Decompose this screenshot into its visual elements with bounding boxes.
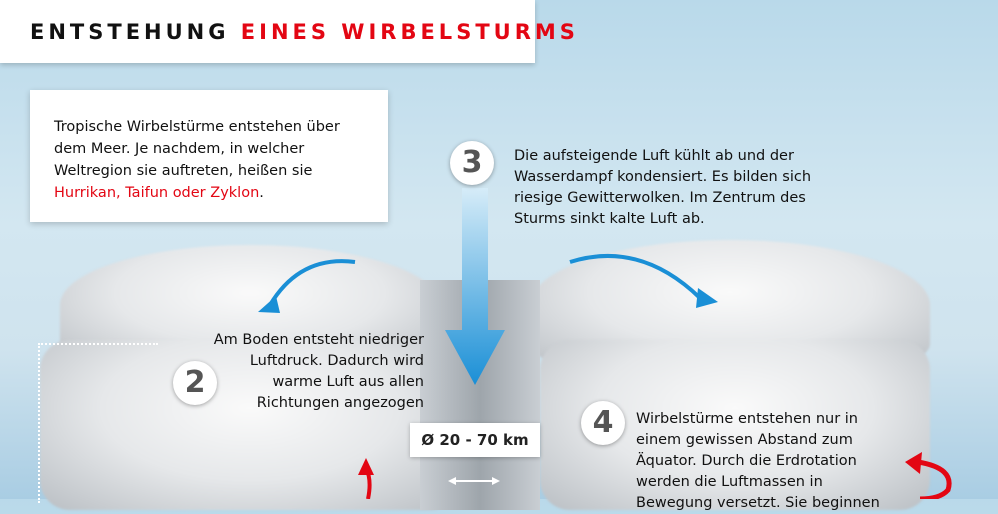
step-2-text: Am Boden entsteht niedriger Luftdruck. D… (213, 332, 424, 411)
downdraft-arrow (445, 188, 505, 385)
step-2-badge: 2 (173, 361, 217, 405)
intro-highlight: Hurrikan, Taifun oder Zyklon (54, 185, 260, 201)
intro-text: Tropische Wirbelstürme entstehen über de… (54, 119, 340, 179)
title-part-black: ENTSTEHUNG (30, 20, 230, 44)
outflow-arrow-right (569, 254, 702, 300)
eye-diameter-label: Ø 20 - 70 km (410, 423, 540, 457)
step-3-text: Die aufsteigende Luft kühlt ab und der W… (514, 148, 812, 227)
intro-end: . (259, 185, 264, 201)
rotation-arrow-red (917, 459, 952, 499)
step-4-badge: 4 (581, 401, 625, 445)
step-4-text: Wirbelstürme entstehen nur in einem gewi… (636, 411, 880, 511)
intro-box: Tropische Wirbelstürme entstehen über de… (30, 90, 388, 222)
title-part-red: EINES WIRBELSTURMS (240, 20, 579, 44)
step-3-badge: 3 (450, 141, 494, 185)
height-guide-line (38, 343, 158, 503)
title-box: ENTSTEHUNG EINES WIRBELSTURMS (0, 0, 575, 63)
page-title: ENTSTEHUNG EINES WIRBELSTURMS (30, 20, 579, 44)
arrows-layer (258, 188, 952, 499)
outflow-arrow-left (268, 259, 356, 307)
